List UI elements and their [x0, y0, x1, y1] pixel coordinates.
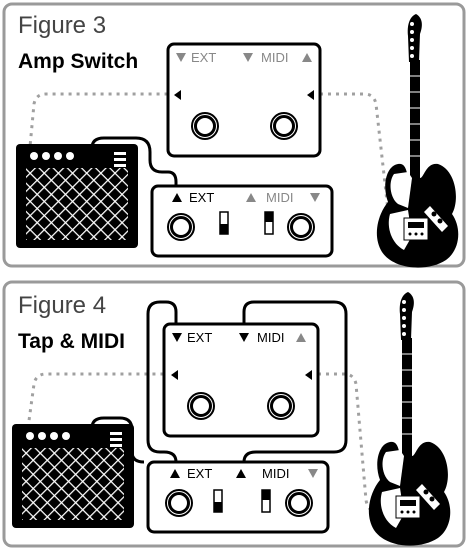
- fig3-amplifier: [16, 144, 138, 248]
- fig4-top-midi-up-arrow-icon: [296, 333, 306, 342]
- fig3-bottom-ext-label: EXT: [189, 190, 215, 205]
- fig4-top-midi-label: MIDI: [257, 330, 285, 345]
- fig3-top-midi-up-arrow-icon: [302, 53, 312, 62]
- fig4-top-ext-label: EXT: [187, 330, 213, 345]
- fig4-cable-amp-to-bottom-unit: [90, 416, 145, 464]
- fig3-bottom-ext-up-arrow-icon: [172, 193, 182, 202]
- fig4-bottom-ext-up-arrow-icon: [170, 469, 180, 478]
- fig3-bottom-left-jack: [166, 212, 196, 242]
- fig4-bottom-midi-down-arrow-icon: [308, 469, 318, 478]
- fig4-top-left-jack: [186, 391, 216, 421]
- fig3-cable-amp-to-bottom-unit: [90, 136, 178, 186]
- fig3-top-midi-label: MIDI: [261, 50, 289, 65]
- figure-4-subtitle: Tap & MIDI: [18, 330, 125, 353]
- figure-3-title: Figure 3: [18, 12, 107, 39]
- fig4-top-left-arrow-icon: [171, 370, 178, 380]
- fig4-cable-midi-loop: [242, 300, 348, 463]
- fig4-cable-ext-loop: [146, 300, 178, 463]
- fig4-bottom-midi-label: MIDI: [262, 466, 290, 481]
- fig3-bottom-midi-label: MIDI: [266, 190, 294, 205]
- fig4-top-right-arrow-icon: [305, 370, 312, 380]
- fig4-top-ext-arrow-icon: [172, 333, 182, 342]
- fig3-bottom-right-jack: [286, 212, 316, 242]
- fig4-bottom-midi-up-arrow-icon: [236, 469, 246, 478]
- fig4-amplifier: [12, 424, 134, 528]
- fig3-top-ext-label: EXT: [191, 50, 217, 65]
- fig3-top-right-jack: [269, 111, 299, 141]
- fig4-top-right-jack: [266, 391, 296, 421]
- fig3-bottom-unit: [150, 184, 334, 258]
- fig3-top-ext-arrow-icon: [176, 53, 186, 62]
- fig4-bottom-ext-label: EXT: [187, 466, 213, 481]
- fig4-bottom-left-jack: [164, 488, 194, 518]
- fig3-top-midi-down-arrow-icon: [243, 53, 253, 62]
- fig4-bottom-right-jack: [284, 488, 314, 518]
- figure-3-subtitle: Amp Switch: [18, 50, 139, 73]
- fig3-top-left-jack: [190, 111, 220, 141]
- fig3-bottom-midi-up-arrow-icon: [246, 193, 256, 202]
- fig4-top-midi-down-arrow-icon: [239, 333, 249, 342]
- fig3-cable-amp-to-top-unit: [26, 92, 168, 169]
- fig4-bottom-unit: [146, 460, 330, 534]
- figure-4-title: Figure 4: [18, 292, 107, 319]
- fig3-bottom-midi-down-arrow-icon: [310, 193, 320, 202]
- fig3-top-right-arrow-icon: [307, 90, 314, 100]
- fig3-top-left-arrow-icon: [174, 90, 181, 100]
